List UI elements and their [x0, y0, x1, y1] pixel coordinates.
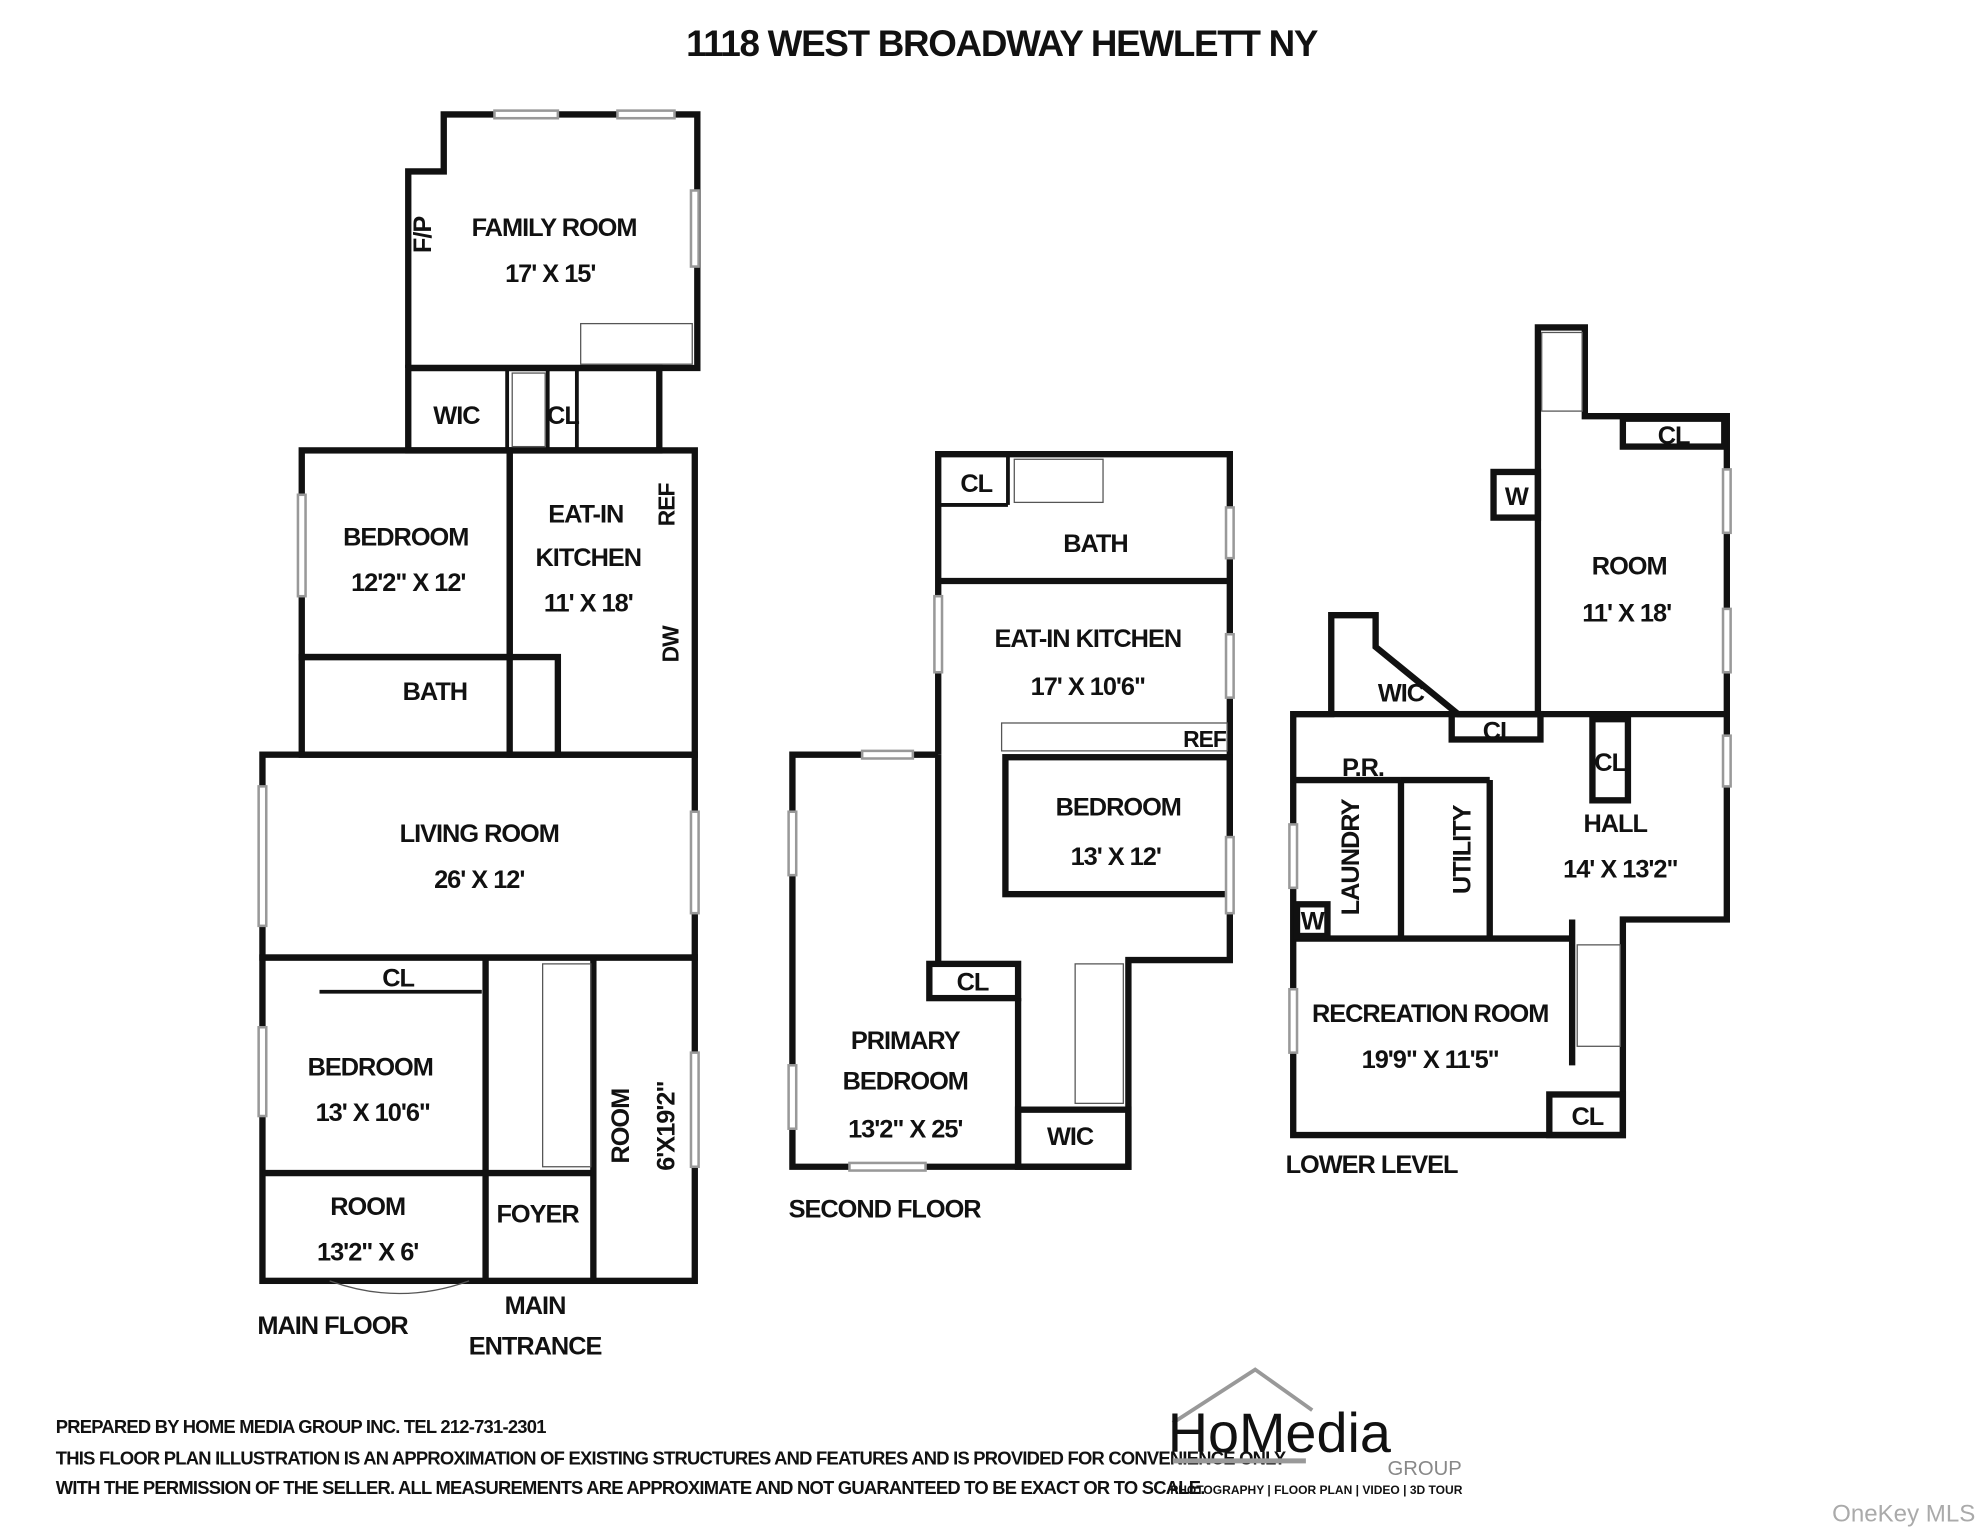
- utility-label: UTILITY: [1449, 804, 1477, 894]
- prepared-by-text: PREPARED BY HOME MEDIA GROUP INC. TEL 21…: [56, 1416, 546, 1437]
- room-dims: 6'X19'2": [653, 1082, 681, 1171]
- logo-name: HoMedia: [1168, 1402, 1392, 1464]
- lower-level-walls: [1288, 324, 1732, 1139]
- bath-label: BATH: [1063, 530, 1127, 558]
- wic-label: WIC: [1378, 679, 1425, 707]
- laundry-label: LAUNDRY: [1337, 798, 1365, 915]
- powder-room-label: P.R.: [1342, 754, 1384, 782]
- recreation-room-name: RECREATION ROOM: [1312, 1000, 1548, 1028]
- primary-bedroom-dims: 13'2" X 25': [848, 1116, 962, 1144]
- kitchen-name: EAT-IN KITCHEN: [994, 625, 1181, 653]
- wic-label: WIC: [433, 402, 480, 430]
- room-name: ROOM: [330, 1193, 405, 1221]
- bedroom-dims: 13' X 12': [1071, 843, 1161, 871]
- homedia-logo: HoMedia GROUP PHOTOGRAPHY | FLOOR PLAN |…: [1168, 1367, 1463, 1497]
- kitchen-dims: 17' X 10'6": [1031, 673, 1145, 701]
- primary-bedroom-name: BEDROOM: [843, 1067, 968, 1095]
- lower-level-label: LOWER LEVEL: [1286, 1151, 1458, 1179]
- main-entrance-label: MAIN: [505, 1292, 566, 1320]
- closet-label: CL: [1483, 717, 1515, 745]
- closet-label: CL: [957, 969, 989, 997]
- second-floor-walls: [787, 451, 1235, 1172]
- disclaimer-text: WITH THE PERMISSION OF THE SELLER. ALL M…: [56, 1477, 1205, 1498]
- water-heater-label: W: [1505, 483, 1529, 511]
- bath-label: BATH: [403, 678, 467, 706]
- refrigerator-label: REF: [654, 483, 680, 527]
- refrigerator-label: REF: [1183, 726, 1227, 752]
- second-floor-label: SECOND FLOOR: [789, 1195, 982, 1223]
- family-room-dims: 17' X 15': [505, 260, 595, 288]
- page-title: 1118 WEST BROADWAY HEWLETT NY: [686, 23, 1318, 64]
- bedroom-dims: 12'2" X 12': [351, 569, 465, 597]
- bedroom-dims: 13' X 10'6": [316, 1099, 430, 1127]
- foyer-label: FOYER: [496, 1201, 579, 1229]
- main-floor-plan: F/P FAMILY ROOM 17' X 15' WIC CL BEDROOM…: [257, 109, 701, 1360]
- fireplace-label: F/P: [409, 216, 437, 253]
- bedroom-name: BEDROOM: [1056, 794, 1181, 822]
- main-entrance-label: ENTRANCE: [469, 1332, 602, 1360]
- main-floor-label: MAIN FLOOR: [257, 1312, 408, 1340]
- kitchen-name: EAT-IN: [548, 501, 623, 529]
- bedroom-name: BEDROOM: [343, 523, 468, 551]
- room-name: ROOM: [607, 1089, 635, 1164]
- closet-label: CL: [1571, 1103, 1603, 1131]
- living-room-name: LIVING ROOM: [400, 820, 559, 848]
- second-floor-plan: CL BATH EAT-IN KITCHEN 17' X 10'6" REF B…: [787, 451, 1235, 1223]
- kitchen-name: KITCHEN: [536, 544, 642, 572]
- recreation-room-dims: 19'9" X 11'5": [1362, 1046, 1499, 1074]
- washer-label: W: [1301, 908, 1325, 936]
- hall-dims: 14' X 13'2": [1563, 856, 1677, 884]
- closet-label: CL: [547, 402, 579, 430]
- bedroom-name: BEDROOM: [308, 1053, 433, 1081]
- room-dims: 13'2" X 6': [317, 1239, 418, 1267]
- logo-tagline: PHOTOGRAPHY | FLOOR PLAN | VIDEO | 3D TO…: [1170, 1483, 1463, 1497]
- closet-label: CL: [382, 965, 414, 993]
- wic-label: WIC: [1047, 1123, 1094, 1151]
- closet-label: CL: [1658, 422, 1690, 450]
- family-room-name: FAMILY ROOM: [472, 214, 637, 242]
- hall-name: HALL: [1583, 810, 1647, 838]
- closet-label: CL: [960, 470, 992, 498]
- logo-group: GROUP: [1388, 1458, 1462, 1480]
- living-room-dims: 26' X 12': [434, 866, 524, 894]
- kitchen-dims: 11' X 18': [544, 589, 633, 617]
- room-name: ROOM: [1592, 553, 1667, 581]
- lower-level-plan: CL W ROOM 11' X 18' WIC CL P.R. CL HALL …: [1286, 324, 1732, 1179]
- onekey-mls-watermark: OneKey MLS: [1832, 1501, 1975, 1528]
- closet-label: CL: [1594, 749, 1626, 777]
- stairs-icon: [511, 322, 693, 1168]
- dishwasher-label: DW: [657, 625, 683, 662]
- room-dims: 11' X 18': [1582, 600, 1671, 628]
- main-floor-walls: [257, 109, 701, 1295]
- disclaimer-text: THIS FLOOR PLAN ILLUSTRATION IS AN APPRO…: [56, 1448, 1286, 1469]
- primary-bedroom-name: PRIMARY: [851, 1027, 961, 1055]
